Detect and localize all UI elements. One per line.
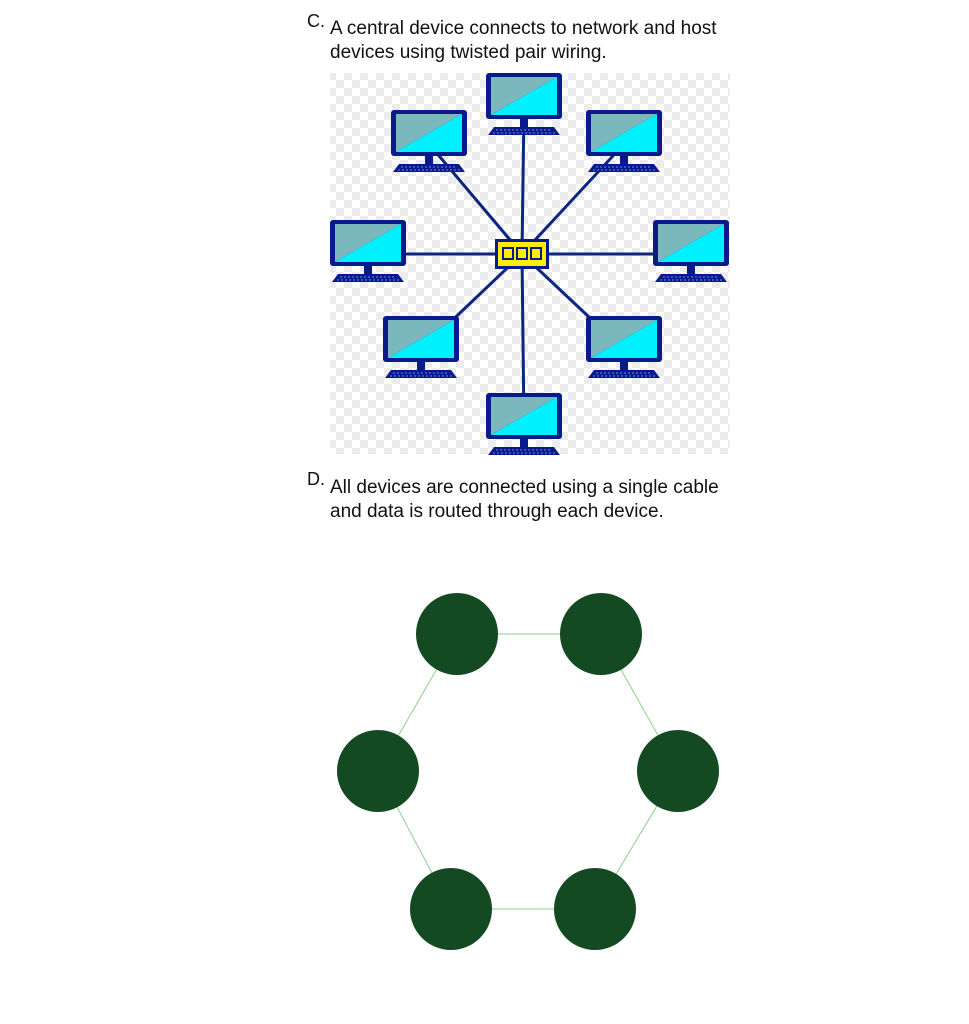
ring-node xyxy=(637,730,719,812)
option-d-text: All devices are connected using a single… xyxy=(330,477,719,522)
ring-node xyxy=(337,730,419,812)
option-c-letter: C. xyxy=(307,11,325,31)
hub-icon xyxy=(495,239,549,269)
star-cable xyxy=(427,143,524,255)
option-d-letter: D. xyxy=(307,469,325,489)
ring-nodes xyxy=(337,593,719,950)
ring-links xyxy=(377,633,679,910)
ring-node xyxy=(560,593,642,675)
ring-node xyxy=(416,593,498,675)
star-topology-diagram xyxy=(329,72,730,456)
ring-node xyxy=(554,868,636,950)
star-cable xyxy=(520,142,626,256)
ring-node xyxy=(410,868,492,950)
option-c-text: A central device connects to network and… xyxy=(330,18,717,63)
ring-topology-diagram xyxy=(337,593,719,950)
